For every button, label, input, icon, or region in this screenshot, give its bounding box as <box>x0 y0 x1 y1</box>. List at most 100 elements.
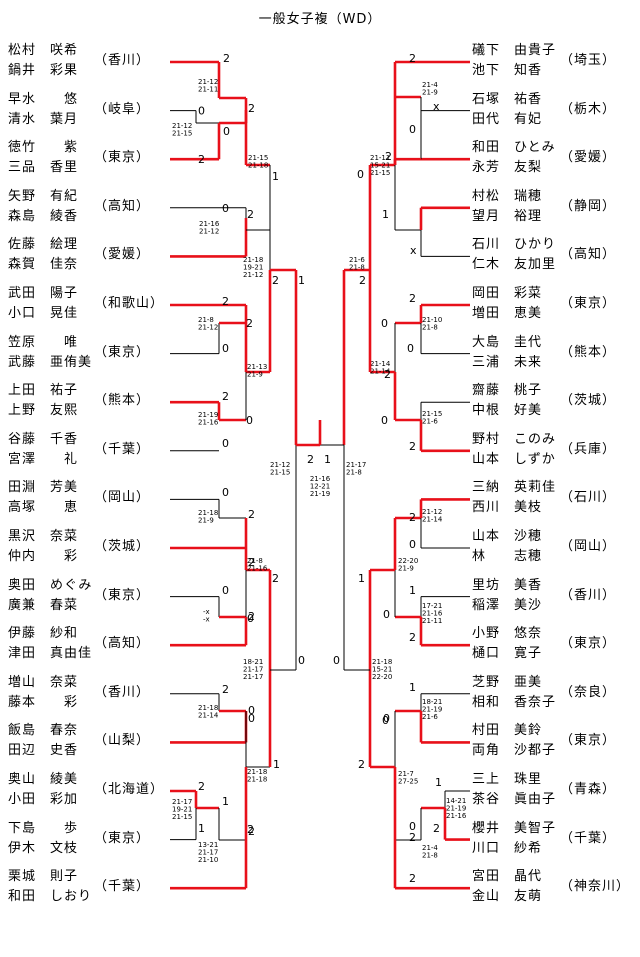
game-score: 21-16 <box>446 812 467 820</box>
game-score: 21-14 <box>422 516 443 524</box>
right-team-player2: 稲澤 美沙 <box>472 597 543 613</box>
game-score: 19-21 <box>172 806 192 814</box>
right-team-player2: 増田 恵美 <box>472 306 543 321</box>
game-score: 18-21 <box>243 658 263 666</box>
game-score: 13-21 <box>198 841 218 849</box>
game-score: 21-15 <box>422 410 442 418</box>
left-team-player2: 和田 しおり <box>8 889 93 905</box>
match-score: 2 <box>222 295 229 308</box>
right-team-player2: 川口 紗希 <box>472 840 543 856</box>
match-score: 2 <box>248 556 255 569</box>
right-team-player1: 岡田 彩菜 <box>472 286 543 301</box>
game-score: 21-15 <box>248 154 268 162</box>
right-team-player1: 村田 美鈴 <box>472 723 543 739</box>
match-score: 1 <box>324 453 331 466</box>
game-score: 21-10 <box>198 856 218 864</box>
left-team-player1: 松村 咲希 <box>8 43 79 58</box>
game-score: 21-12 <box>243 271 263 279</box>
game-score: 21-14 <box>370 360 391 368</box>
right-team-prefecture: （青森） <box>560 782 617 797</box>
right-team-player2: 金山 友萌 <box>472 889 543 905</box>
match-score: 0 <box>248 712 255 725</box>
right-team-prefecture: （香川） <box>560 587 617 603</box>
left-team-player1: 伊藤 紗和 <box>8 626 79 642</box>
match-score: 0 <box>222 584 229 597</box>
game-score: 21-18 <box>247 768 267 776</box>
game-score: 12-21 <box>310 483 330 491</box>
match-score: 2 <box>409 872 416 885</box>
match-score: 2 <box>409 52 416 65</box>
game-score: -x <box>203 608 210 616</box>
match-score: 0 <box>198 105 205 118</box>
right-team-player1: 礒下 由貴子 <box>472 43 557 58</box>
game-score: 21-16 <box>199 220 220 228</box>
left-team-player2: 津田 真由佳 <box>8 646 93 662</box>
match-score: 2 <box>223 52 230 65</box>
match-score: 2 <box>248 508 255 521</box>
game-score: 21-12 <box>198 324 218 332</box>
left-team-player1: 矢野 有紀 <box>8 188 79 204</box>
right-team-prefecture: （兵庫） <box>560 441 617 457</box>
right-team-prefecture: （愛媛） <box>560 150 617 166</box>
match-score: 0 <box>409 820 416 833</box>
game-score: 21-16 <box>310 475 331 483</box>
right-team-prefecture: （石川） <box>560 490 617 506</box>
match-score: 1 <box>435 776 442 789</box>
right-team-player2: 両角 沙都子 <box>472 743 557 759</box>
match-score: 0 <box>409 123 416 136</box>
left-team-prefecture: （愛媛） <box>94 247 151 263</box>
match-score: 1 <box>382 208 389 221</box>
left-team-player2: 鍋井 彩果 <box>8 63 79 78</box>
left-team-player1: 早水 悠 <box>8 91 79 107</box>
game-score: 17-21 <box>422 602 442 610</box>
right-team-prefecture: （東京） <box>560 636 617 652</box>
right-team-player1: 三上 珠里 <box>472 772 543 787</box>
game-score: 21-19 <box>198 411 218 419</box>
game-score: 21-6 <box>422 418 438 426</box>
game-score: 21-16 <box>422 610 443 618</box>
game-score: 21-9 <box>247 371 263 379</box>
left-team-player1: 徳竹 紫 <box>8 140 79 156</box>
left-team-prefecture: （山梨） <box>94 733 151 749</box>
left-team-player1: 田淵 芳美 <box>8 480 79 496</box>
game-score: 21-18 <box>198 509 218 517</box>
left-team-player1: 笠原 唯 <box>8 334 79 350</box>
right-team-player1: 芝野 亜美 <box>472 674 543 690</box>
match-score: 2 <box>384 368 391 381</box>
left-team-player1: 武田 陽子 <box>8 286 79 301</box>
game-score: 21-9 <box>422 89 438 97</box>
right-team-player1: 石川 ひかり <box>472 237 557 253</box>
match-score: 0 <box>381 414 388 427</box>
match-score: 0 <box>223 125 230 138</box>
game-score: 21-13 <box>247 363 267 371</box>
right-team-prefecture: （茨城） <box>560 393 617 409</box>
game-score: 21-8 <box>349 264 365 272</box>
right-team-player2: 相和 香奈子 <box>472 694 557 710</box>
game-score: 21-19 <box>446 805 466 813</box>
game-score: 21-11 <box>198 86 218 94</box>
game-score: -x <box>203 616 210 624</box>
match-score: 2 <box>248 102 255 115</box>
match-score: 2 <box>359 274 366 287</box>
game-score: 21-16 <box>198 419 219 427</box>
game-score: 21-15 <box>172 130 192 138</box>
match-score: 0 <box>383 608 390 621</box>
left-team-player2: 小口 晃佳 <box>8 306 79 321</box>
match-score: 2 <box>246 317 253 330</box>
game-score: 21-4 <box>422 81 438 89</box>
game-score: 21-12 <box>199 228 219 236</box>
game-score: 21-14 <box>370 368 391 376</box>
game-score: 21-19 <box>310 490 330 498</box>
left-team-prefecture: （東京） <box>94 830 151 846</box>
match-score: 2 <box>307 453 314 466</box>
match-score: 0 <box>333 654 340 667</box>
left-team-player2: 清水 葉月 <box>8 111 79 127</box>
game-score: 21-15 <box>270 469 290 477</box>
left-team-prefecture: （東京） <box>94 150 151 166</box>
left-team-player2: 廣兼 春菜 <box>8 597 79 613</box>
game-score: 22-20 <box>372 673 392 681</box>
match-score: 0 <box>247 612 254 625</box>
match-score: 2 <box>409 511 416 524</box>
game-score: 21-18 <box>372 658 392 666</box>
